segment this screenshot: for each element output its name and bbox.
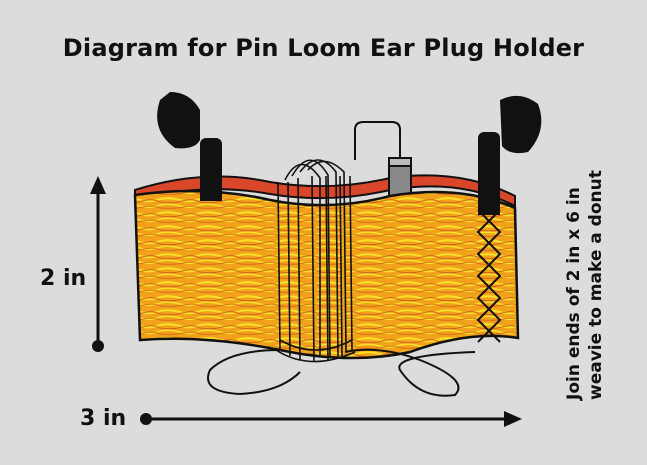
height-arrow (90, 176, 106, 352)
join-instructions-line1: Join ends of 2 in x 6 in (564, 187, 584, 400)
band-inner-top (134, 174, 516, 208)
join-instructions-line2: weavie to make a donut (586, 170, 606, 400)
height-label: 2 in (40, 266, 87, 291)
width-arrow (140, 411, 522, 427)
diagram-title: Diagram for Pin Loom Ear Plug Holder (62, 34, 585, 62)
join-instructions: Join ends of 2 in x 6 in weavie to make … (563, 170, 607, 400)
wrapped-cord (275, 159, 356, 363)
width-label: 3 in (80, 406, 127, 431)
cross-stitch-seam (476, 209, 502, 343)
loose-cord (207, 348, 476, 397)
